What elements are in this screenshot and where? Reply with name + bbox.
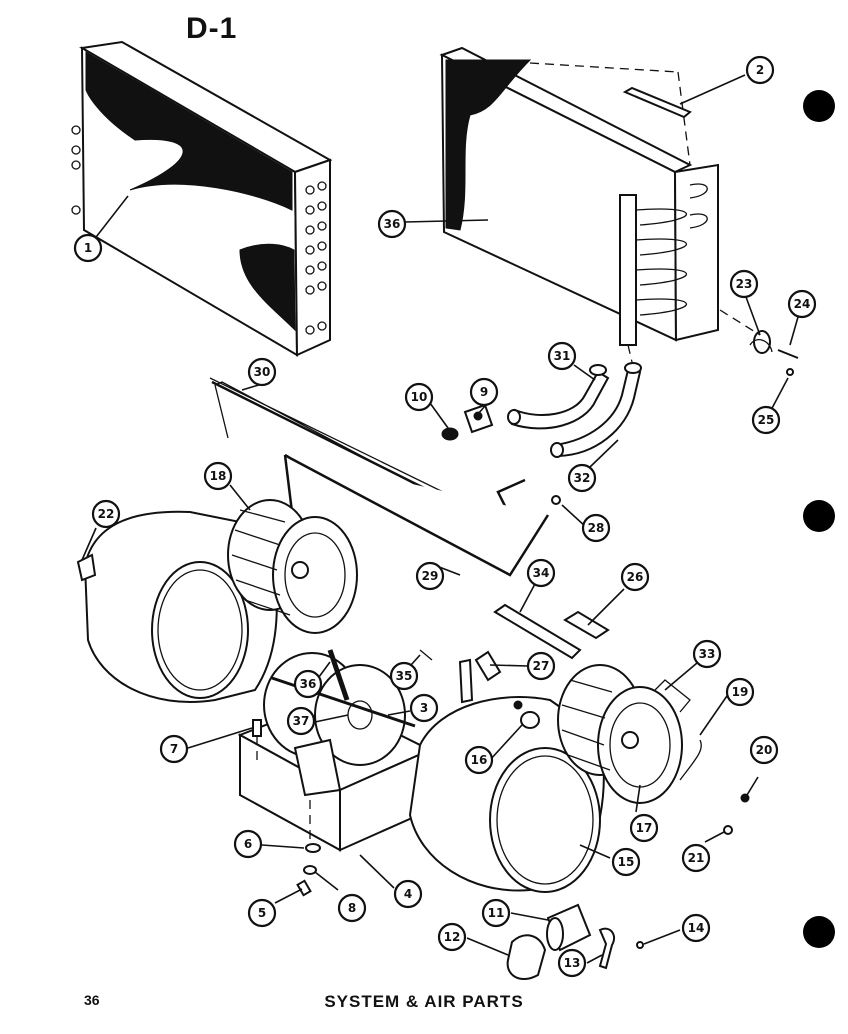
callout-8: 8 — [337, 893, 367, 923]
callout-3: 3 — [409, 693, 439, 723]
svg-text:12: 12 — [444, 930, 461, 944]
callout-32: 32 — [567, 463, 597, 493]
svg-text:25: 25 — [758, 413, 775, 427]
svg-text:6: 6 — [244, 837, 252, 851]
svg-text:36: 36 — [384, 217, 401, 231]
callout-18: 18 — [203, 461, 233, 491]
callout-27: 27 — [526, 651, 556, 681]
svg-text:17: 17 — [636, 821, 653, 835]
callout-4: 4 — [393, 879, 423, 909]
svg-text:7: 7 — [170, 742, 178, 756]
svg-text:26: 26 — [627, 570, 644, 584]
callout-22: 22 — [91, 499, 121, 529]
callout-25: 25 — [751, 405, 781, 435]
svg-text:9: 9 — [480, 385, 488, 399]
callout-36: 36 — [377, 209, 407, 239]
svg-text:31: 31 — [554, 349, 571, 363]
svg-text:10: 10 — [411, 390, 428, 404]
section-title: SYSTEM & AIR PARTS — [324, 992, 524, 1011]
evaporator-coil — [439, 46, 719, 346]
svg-text:22: 22 — [98, 507, 115, 521]
right-blower-wheel — [557, 664, 702, 804]
binder-hole-middle — [803, 500, 835, 532]
svg-text:29: 29 — [422, 569, 439, 583]
callout-10: 10 — [404, 382, 434, 412]
callout-36-motor: 36 — [293, 669, 323, 699]
svg-text:37: 37 — [293, 714, 310, 728]
svg-text:14: 14 — [688, 921, 705, 935]
left-blower-wheel — [227, 499, 358, 634]
svg-text:1: 1 — [84, 241, 92, 255]
fasteners — [252, 719, 750, 949]
callout-11: 11 — [481, 898, 511, 928]
callout-26: 26 — [620, 562, 650, 592]
callout-20: 20 — [749, 735, 779, 765]
svg-text:21: 21 — [688, 851, 705, 865]
right-blower-housing — [408, 696, 605, 893]
svg-text:2: 2 — [756, 63, 764, 77]
svg-text:24: 24 — [794, 297, 811, 311]
callout-13: 13 — [557, 948, 587, 978]
callout-28: 28 — [581, 513, 611, 543]
leader-lines — [81, 74, 799, 964]
callout-31: 31 — [547, 341, 577, 371]
capillary-tubes — [209, 377, 561, 577]
callout-5: 5 — [247, 898, 277, 928]
diagram-title: D-1 — [186, 12, 238, 45]
svg-text:16: 16 — [471, 753, 488, 767]
svg-text:28: 28 — [588, 521, 605, 535]
callout-12: 12 — [437, 922, 467, 952]
callout-23: 23 — [729, 269, 759, 299]
svg-text:33: 33 — [699, 647, 716, 661]
callout-16: 16 — [464, 745, 494, 775]
binder-hole-top — [803, 90, 835, 122]
callout-7: 7 — [159, 734, 189, 764]
callout-6: 6 — [233, 829, 263, 859]
callout-24: 24 — [787, 289, 817, 319]
callout-33: 33 — [692, 639, 722, 669]
mounting-bracket — [622, 86, 692, 119]
svg-text:11: 11 — [488, 906, 505, 920]
small-parts — [419, 603, 610, 729]
callout-21: 21 — [681, 843, 711, 873]
callout-15: 15 — [611, 847, 641, 877]
callout-37: 37 — [286, 706, 316, 736]
callout-1: 1 — [73, 233, 103, 263]
thermostat-clip — [719, 309, 799, 376]
callout-29: 29 — [415, 561, 445, 591]
callout-2: 2 — [745, 55, 775, 85]
svg-text:4: 4 — [404, 887, 412, 901]
callout-17: 17 — [629, 813, 659, 843]
svg-text:19: 19 — [732, 685, 749, 699]
condenser-coil — [71, 40, 333, 357]
svg-text:32: 32 — [574, 471, 591, 485]
callout-14: 14 — [681, 913, 711, 943]
callout-34: 34 — [526, 558, 556, 588]
svg-text:18: 18 — [210, 469, 227, 483]
svg-text:30: 30 — [254, 365, 271, 379]
binder-hole-bottom — [803, 916, 835, 948]
svg-text:8: 8 — [348, 901, 356, 915]
svg-text:34: 34 — [533, 566, 550, 580]
callout-9: 9 — [469, 377, 499, 407]
svg-text:3: 3 — [420, 701, 428, 715]
svg-text:13: 13 — [564, 956, 581, 970]
callout-30: 30 — [247, 357, 277, 387]
drain-hoses — [441, 344, 642, 458]
svg-text:5: 5 — [258, 906, 266, 920]
coupling-parts — [506, 903, 616, 980]
svg-text:23: 23 — [736, 277, 753, 291]
blower-motor — [237, 649, 433, 852]
callout-19: 19 — [725, 677, 755, 707]
svg-text:15: 15 — [618, 855, 635, 869]
svg-text:27: 27 — [533, 659, 550, 673]
callout-35: 35 — [389, 661, 419, 691]
svg-text:36: 36 — [300, 677, 317, 691]
svg-text:35: 35 — [396, 669, 413, 683]
page-number: 36 — [84, 992, 100, 1008]
svg-text:20: 20 — [756, 743, 773, 757]
